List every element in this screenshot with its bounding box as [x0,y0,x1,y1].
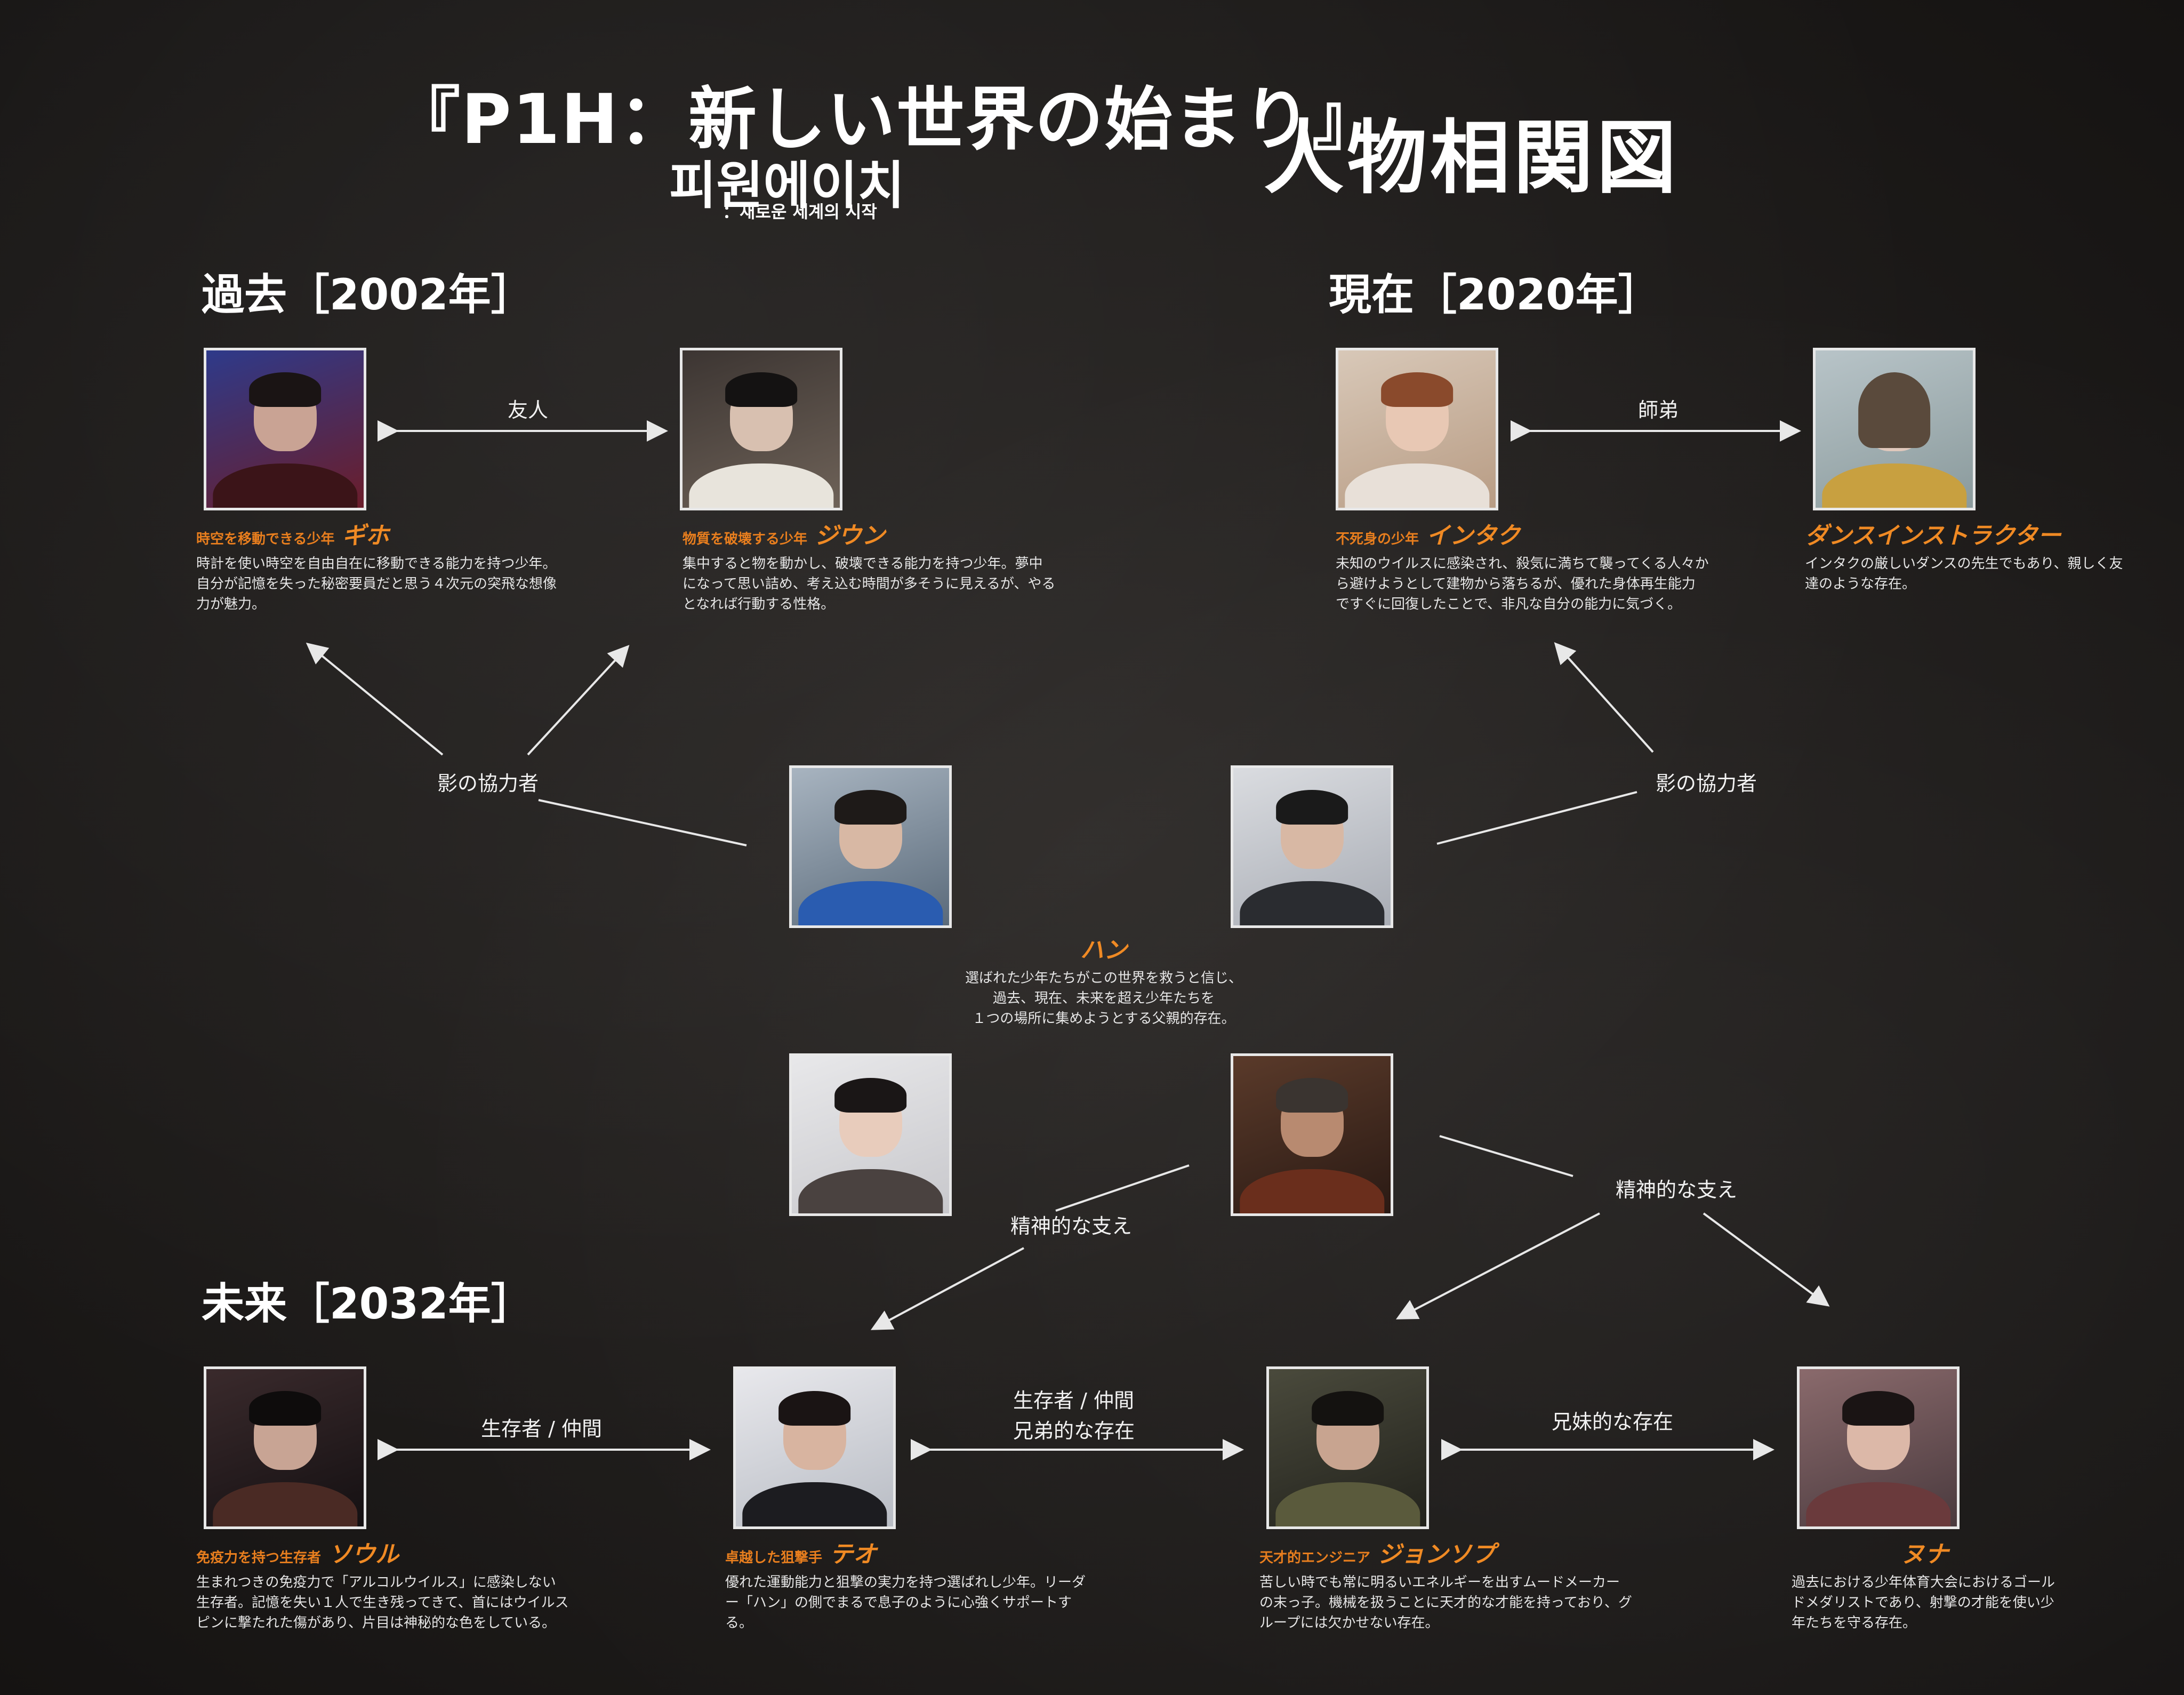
korean-subtitle: ：새로운 세계의 시작 [722,202,877,222]
character-jiun: 物質を破壊する少年ジウン 集中すると物を動かし、破壊できる能力を持つ少年。夢中に… [682,516,1056,614]
desc-jongseob: 苦しい時でも常に明るいエネルギーを出すムードメーカーの末っ子。機械を扱うことに天… [1259,1574,1632,1631]
photo-intak [1336,348,1498,510]
desc-giho: 時計を使い時空を自由自在に移動できる能力を持つ少年。自分が記憶を失った秘密要員だ… [196,556,557,612]
page-title: 『P1H：新しい世界の始まり』 [392,80,1382,159]
desc-theo: 優れた運動能力と狙撃の実力を持つ選ばれし少年。リーダー「ハン」の側でまるで息子の… [725,1574,1086,1631]
label-shadow-left: 影の協力者 [437,772,539,795]
character-nuna: ヌナ 過去における少年体育大会におけるゴールドメダリストであり、射撃の才能を使い… [1792,1535,2058,1633]
photo-young-man [789,1053,952,1216]
desc-nuna: 過去における少年体育大会におけるゴールドメダリストであり、射撃の才能を使い少年た… [1792,1574,2055,1631]
character-soul: 免疫力を持つ生存者ソウル 生まれつきの免疫力で「アルコルウイルス」に感染しない生… [196,1535,569,1633]
desc-han-2: 過去、現在、未来を超え少年たちを [992,990,1215,1006]
line-shadow-left-b [527,645,630,756]
photo-jiun [680,348,842,510]
desc-han-3: １つの場所に集めようとする父親的存在。 [972,1011,1235,1027]
label-brother: 兄弟的な存在 [1013,1419,1135,1443]
photo-soul [204,1366,366,1529]
photo-giho [204,348,366,510]
name-jiun: ジウン [815,522,886,549]
role-jiun: 物質を破壊する少年 [682,531,808,547]
role-theo: 卓越した狙撃手 [725,1550,823,1566]
desc-dance-instructor: インタクの厳しいダンスの先生でもあり、親しく友達のような存在。 [1805,556,2123,592]
role-soul: 免疫力を持つ生存者 [196,1550,322,1566]
label-shadow-right: 影の協力者 [1656,772,1757,795]
photo-jongseob [1266,1366,1429,1529]
desc-jiun: 集中すると物を動かし、破壊できる能力を持つ少年。夢中になって思い詰め、考え込む時… [682,556,1056,612]
name-theo: テオ [830,1541,877,1568]
name-dance-instructor: ダンスインストラクター [1805,522,2061,549]
section-future: 未来［2032年］ [202,1279,534,1329]
korean-title-logo: 피원에이치 [669,156,905,215]
character-giho: 時空を移動できる少年ギホ 時計を使い時空を自由自在に移動できる能力を持つ少年。自… [196,516,569,614]
photo-nuna [1797,1366,1960,1529]
role-jongseob: 天才的エンジニア [1259,1550,1371,1566]
label-survivor-2: 生存者 / 仲間 [1013,1389,1134,1412]
label-support-left: 精神的な支え [1010,1214,1133,1238]
character-dance-instructor: ダンスインストラクター インタクの厳しいダンスの先生でもあり、親しく友達のような… [1805,516,2125,594]
label-sibling: 兄妹的な存在 [1552,1410,1674,1434]
photo-shadow-left [789,765,952,928]
photo-dance-instructor [1813,348,1976,510]
name-intak: インタク [1426,522,1521,549]
desc-intak: 未知のウイルスに感染され、殺気に満ちて襲ってくる人々から避けようとして建物から落… [1336,556,1709,612]
label-survivor: 生存者 / 仲間 [481,1417,602,1441]
line-shadow-right-a [1554,642,1654,753]
desc-soul: 生まれつきの免疫力で「アルコルウイルス」に感染しない生存者。記憶を失い１人で生き… [196,1574,569,1631]
photo-han [1231,1053,1393,1216]
line-shadow-right-b [1436,791,1637,845]
name-jongseob: ジョンソプ [1378,1541,1496,1568]
line-support-right-c [1703,1212,1830,1307]
line-support-left-a [1055,1164,1190,1212]
diagram-title: 人物相関図 [1264,112,1680,205]
section-present: 現在［2020年］ [1329,270,1661,319]
name-han: ハン [1080,937,1127,964]
label-master: 師弟 [1638,398,1679,422]
character-han: ハン 選ばれた少年たちがこの世界を救うと信じ、 過去、現在、未来を超え少年たちを… [922,931,1285,1029]
line-shadow-left-c [538,799,747,846]
line-support-left-b [870,1247,1024,1330]
name-giho: ギホ [342,522,389,549]
label-support-right: 精神的な支え [1616,1178,1738,1202]
character-theo: 卓越した狙撃手テオ 優れた運動能力と狙撃の実力を持つ選ばれし少年。リーダー「ハン… [725,1535,1098,1633]
role-intak: 不死身の少年 [1336,531,1419,547]
line-support-right-a [1439,1135,1573,1177]
photo-shadow-right [1231,765,1393,928]
line-support-right-b [1395,1212,1600,1320]
label-friend: 友人 [508,398,549,422]
desc-han-1: 選ばれた少年たちがこの世界を救うと信じ、 [965,970,1242,986]
name-soul: ソウル [328,1541,399,1568]
photo-theo [733,1366,896,1529]
name-nuna: ヌナ [1901,1541,1948,1568]
line-shadow-left-a [306,642,444,756]
section-past: 過去［2002年］ [202,270,534,319]
character-intak: 不死身の少年インタク 未知のウイルスに感染され、殺気に満ちて襲ってくる人々から避… [1336,516,1709,614]
character-jongseob: 天才的エンジニアジョンソプ 苦しい時でも常に明るいエネルギーを出すムードメーカー… [1259,1535,1633,1633]
role-giho: 時空を移動できる少年 [196,531,335,547]
